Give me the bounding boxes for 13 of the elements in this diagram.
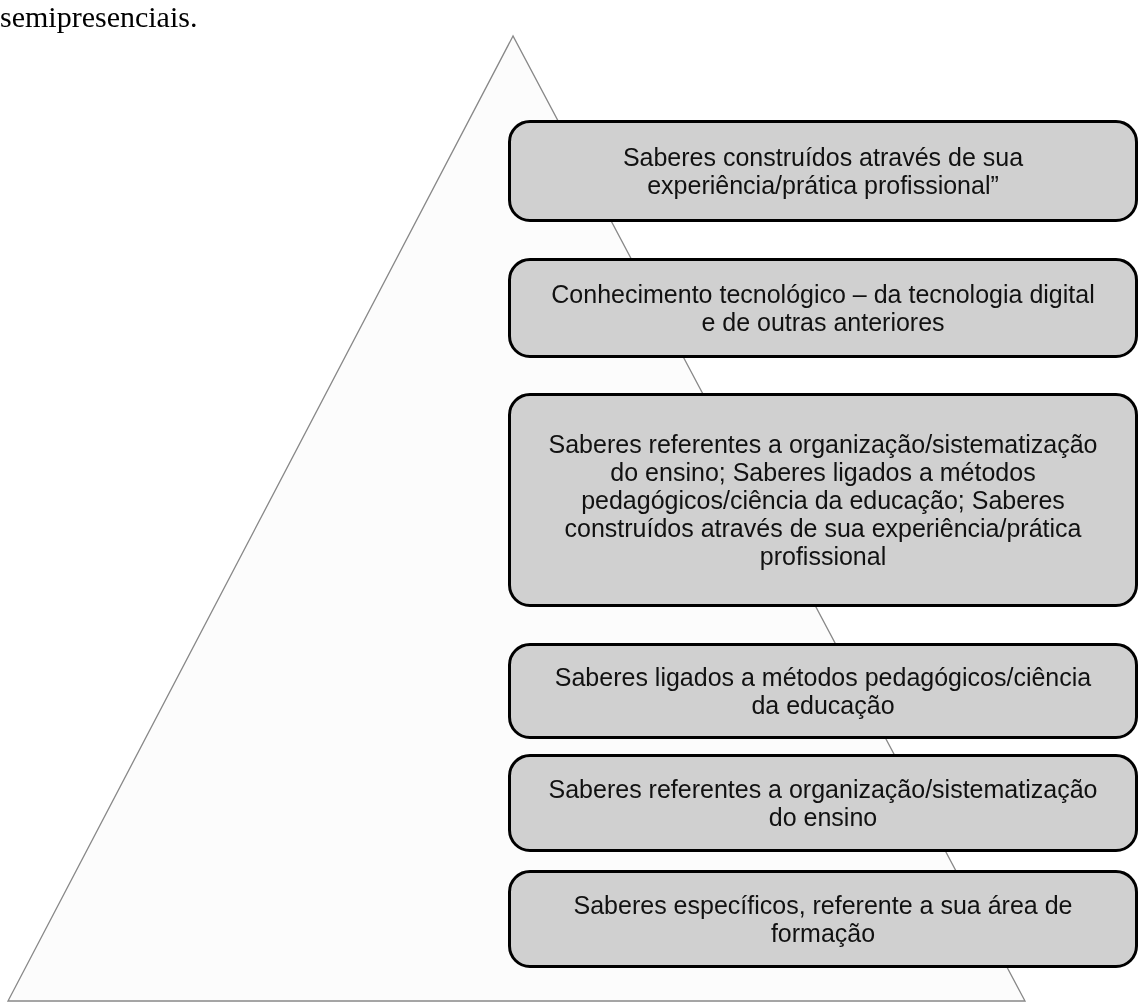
level-text: Saberes referentes a organização/sistematização do ensino; Saberes ligados a métodos pedagógicos/ciência da educação; Saberes construídos através de sua experiência/prática profissional <box>547 430 1099 570</box>
level-text: Saberes ligados a métodos pedagógicos/ciência da educação <box>553 663 1093 719</box>
body-text-fragment: semipresenciais. <box>0 0 198 34</box>
level-text: Saberes específicos, referente a sua área de formação <box>572 891 1074 947</box>
level-text: Saberes construídos através de sua experiência/prática profissional” <box>621 143 1025 199</box>
level-text: Saberes referentes a organização/sistematização do ensino <box>547 775 1099 831</box>
pyramid-level-box <box>508 870 1138 968</box>
level-text: Conhecimento tecnológico – da tecnologia digital e de outras anteriores <box>550 280 1096 336</box>
pyramid-level-box <box>508 120 1138 222</box>
pyramid-level-box <box>508 258 1138 358</box>
pyramid-level-box <box>508 754 1138 852</box>
pyramid-level-box <box>508 393 1138 607</box>
pyramid-level-box <box>508 643 1138 739</box>
